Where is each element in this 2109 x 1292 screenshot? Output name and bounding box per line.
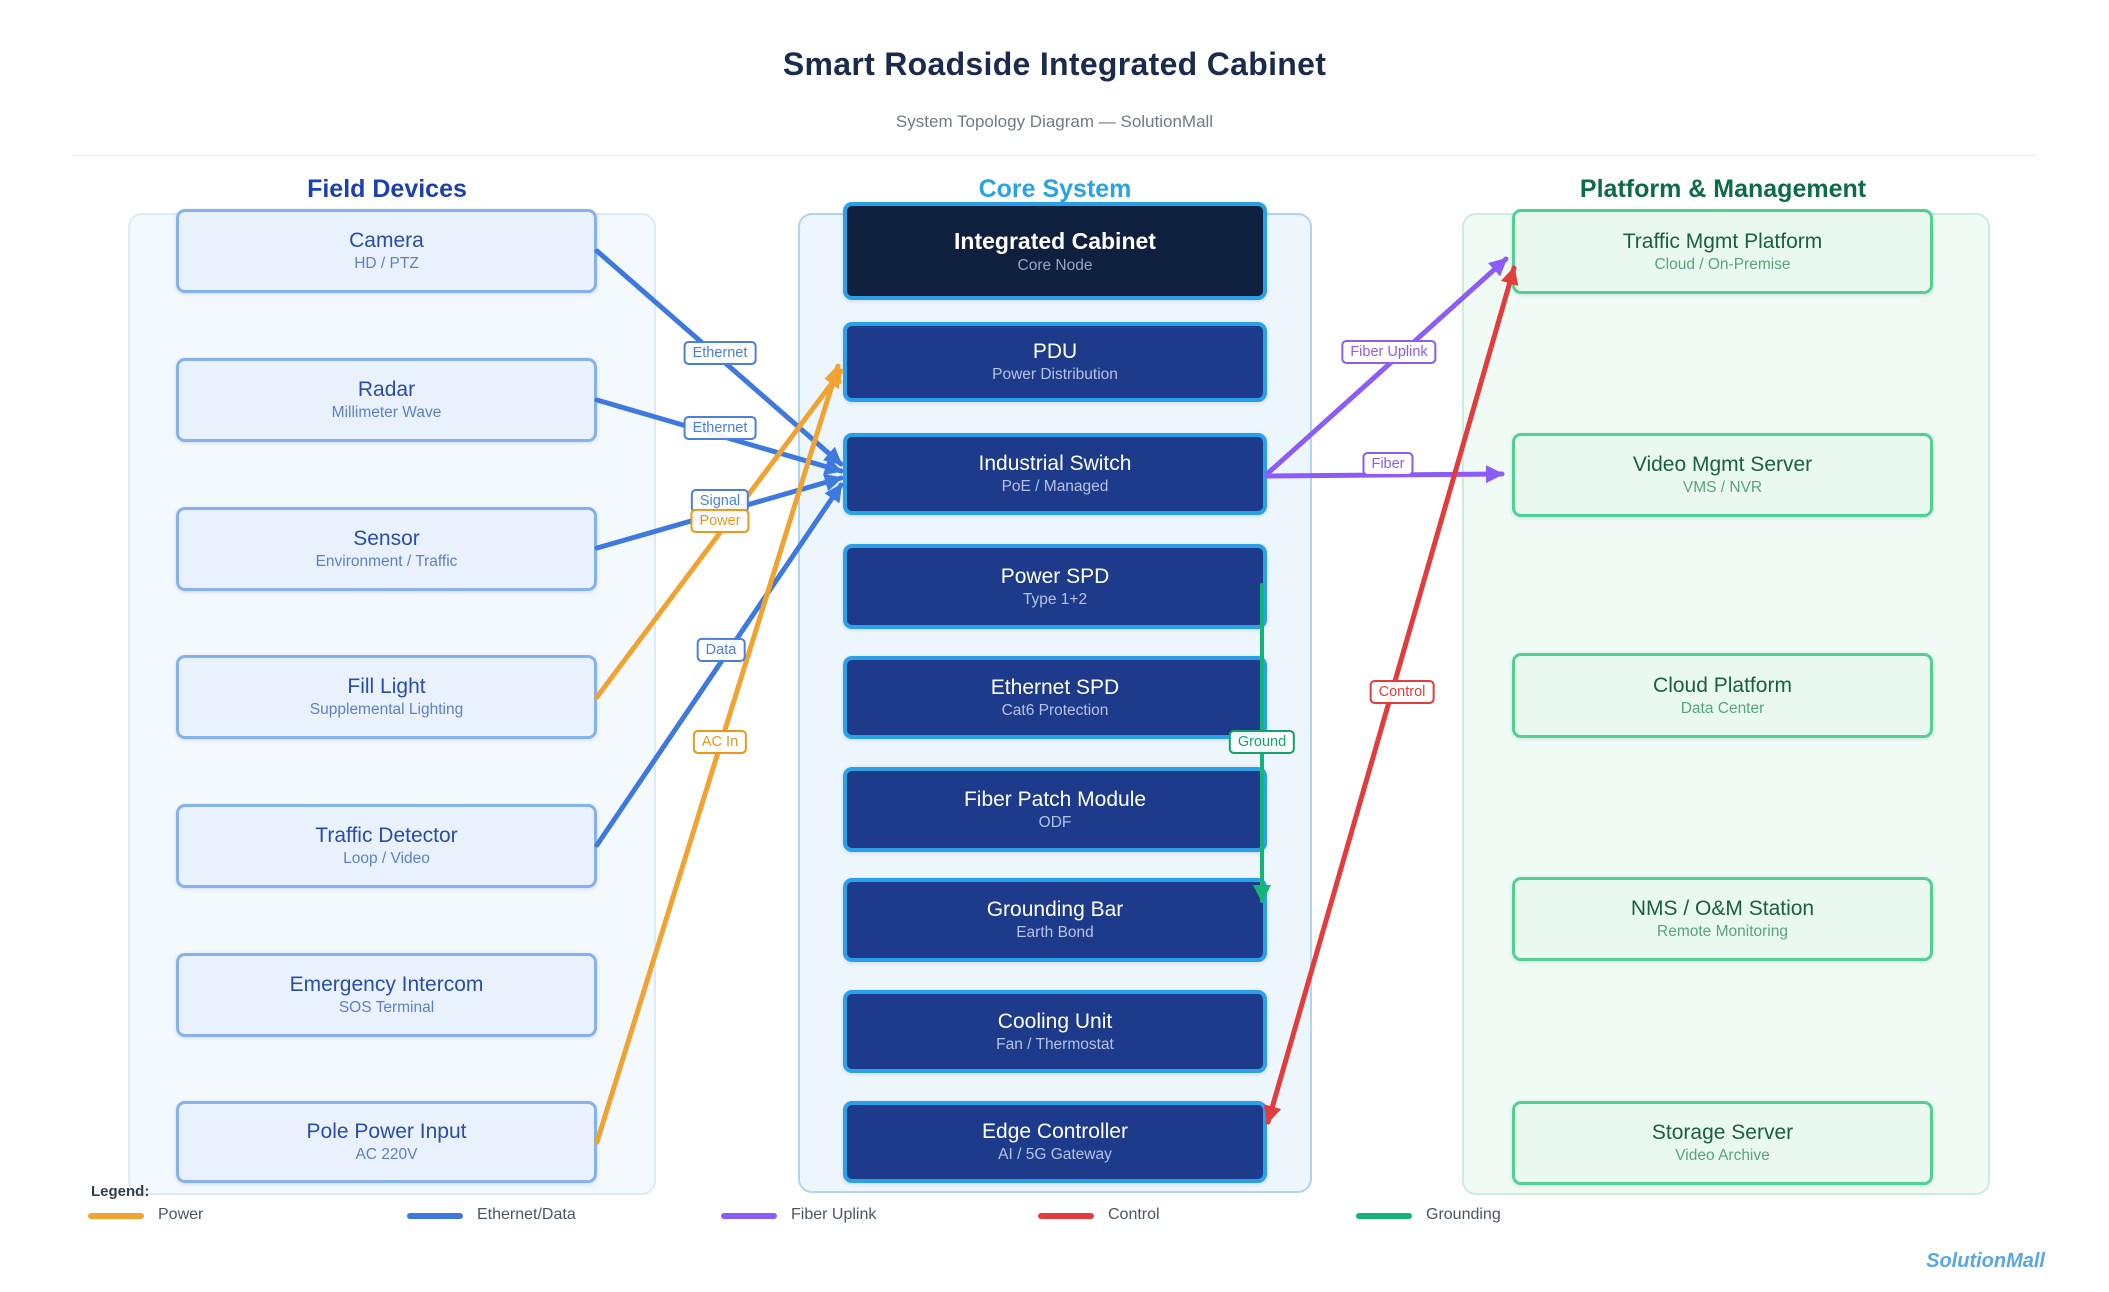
legend-label-power: Power	[158, 1206, 204, 1223]
edge-industrial-switch-to-traffic-mgmt-platform	[1264, 256, 1509, 477]
edge-label-fiber: Fiber	[1362, 451, 1414, 477]
node-subtitle: Data Center	[1680, 699, 1765, 717]
node-subtitle: AI / 5G Gateway	[998, 1146, 1112, 1163]
legend-label-control: Control	[1108, 1206, 1160, 1223]
node-subtitle: Earth Bond	[1016, 924, 1094, 941]
node-subtitle: Video Archive	[1675, 1147, 1770, 1164]
legend-swatch-ethernet-data	[407, 1213, 463, 1219]
legend-swatch-fiber-uplink	[721, 1213, 777, 1219]
node-title: Edge Controller	[982, 1120, 1128, 1143]
edge-label-ethernet: Ethernet	[683, 415, 757, 441]
node-ethernet-spd: Ethernet SPD Cat6 Protection	[843, 656, 1267, 739]
brand-watermark: SolutionMall	[1926, 1250, 2045, 1272]
node-title: Fill Light	[347, 675, 426, 698]
column-header-platform: Platform & Management	[1579, 175, 1867, 203]
node-subtitle: Cat6 Protection	[1001, 701, 1109, 719]
edge-fill-light-to-pdu	[594, 368, 844, 700]
node-subtitle: SOS Terminal	[338, 999, 435, 1016]
node-title: Grounding Bar	[986, 898, 1124, 921]
node-title: Camera	[349, 229, 424, 252]
column-header-field: Field Devices	[307, 175, 467, 203]
node-title: Fiber Patch Module	[963, 787, 1147, 811]
legend-heading: Legend:	[91, 1183, 150, 1200]
node-title: Pole Power Input	[306, 1120, 467, 1143]
node-title: Ethernet SPD	[990, 675, 1120, 699]
node-pdu: PDU Power Distribution	[843, 322, 1267, 402]
node-title: Cloud Platform	[1653, 673, 1792, 697]
node-title: Industrial Switch	[978, 452, 1132, 475]
node-subtitle: Millimeter Wave	[331, 404, 442, 421]
node-title: Radar	[357, 378, 416, 401]
column-header-core: Core System	[978, 175, 1132, 203]
node-title: Traffic Mgmt Platform	[1622, 229, 1823, 253]
node-title: Emergency Intercom	[289, 973, 484, 996]
edge-traffic-detector-to-industrial-switch	[594, 482, 844, 848]
edge-label-fiber-uplink: Fiber Uplink	[1341, 339, 1437, 365]
node-pole-power-input: Pole Power Input AC 220V	[176, 1101, 597, 1183]
node-title: Storage Server	[1651, 1121, 1794, 1144]
node-subtitle: PoE / Managed	[1001, 478, 1109, 495]
legend-swatch-control	[1038, 1213, 1094, 1219]
node-subtitle: VMS / NVR	[1682, 479, 1763, 496]
node-title: Traffic Detector	[315, 824, 458, 847]
edge-pole-power-input-to-pdu	[594, 363, 842, 1145]
page-title: Smart Roadside Integrated Cabinet	[782, 46, 1327, 82]
legend-swatch-grounding	[1356, 1213, 1412, 1219]
node-title: Sensor	[353, 527, 420, 550]
node-power-spd: Power SPD Type 1+2	[843, 544, 1267, 629]
edge-label-ethernet: Ethernet	[683, 340, 757, 366]
node-subtitle: Type 1+2	[1022, 590, 1088, 608]
edge-label-ac-in: AC In	[692, 729, 748, 755]
edge-label-ground: Ground	[1228, 729, 1296, 755]
node-subtitle: Supplemental Lighting	[309, 701, 464, 718]
node-subtitle: AC 220V	[355, 1146, 418, 1163]
node-subtitle: Cloud / On-Premise	[1654, 255, 1791, 273]
header-divider	[72, 155, 2037, 156]
node-title: Video Mgmt Server	[1632, 453, 1813, 476]
node-subtitle: HD / PTZ	[354, 255, 419, 272]
node-subtitle: Remote Monitoring	[1657, 923, 1788, 940]
legend-swatch-power	[88, 1213, 144, 1219]
edge-label-power: Power	[690, 508, 750, 534]
node-subtitle: Power Distribution	[992, 366, 1118, 383]
node-edge-controller: Edge Controller AI / 5G Gateway	[843, 1101, 1267, 1183]
node-title: Cooling Unit	[997, 1009, 1113, 1033]
node-title: Power SPD	[1000, 564, 1110, 588]
node-subtitle: ODF	[1038, 813, 1072, 831]
node-subtitle: Core Node	[1017, 256, 1093, 274]
node-subtitle: Environment / Traffic	[315, 553, 458, 570]
legend-label-grounding: Grounding	[1426, 1206, 1501, 1223]
node-subtitle: Loop / Video	[343, 850, 430, 867]
page-subtitle: System Topology Diagram — SolutionMall	[895, 112, 1214, 131]
node-title: Integrated Cabinet	[954, 227, 1156, 254]
node-title: PDU	[1032, 340, 1078, 363]
node-title: NMS / O&M Station	[1630, 897, 1815, 920]
edge-label-data: Data	[696, 637, 746, 663]
edge-label-control: Control	[1369, 679, 1435, 705]
node-subtitle: Fan / Thermostat	[996, 1035, 1114, 1053]
legend-label-ethernet-data: Ethernet/Data	[477, 1206, 576, 1223]
legend-label-fiber-uplink: Fiber Uplink	[791, 1206, 877, 1223]
